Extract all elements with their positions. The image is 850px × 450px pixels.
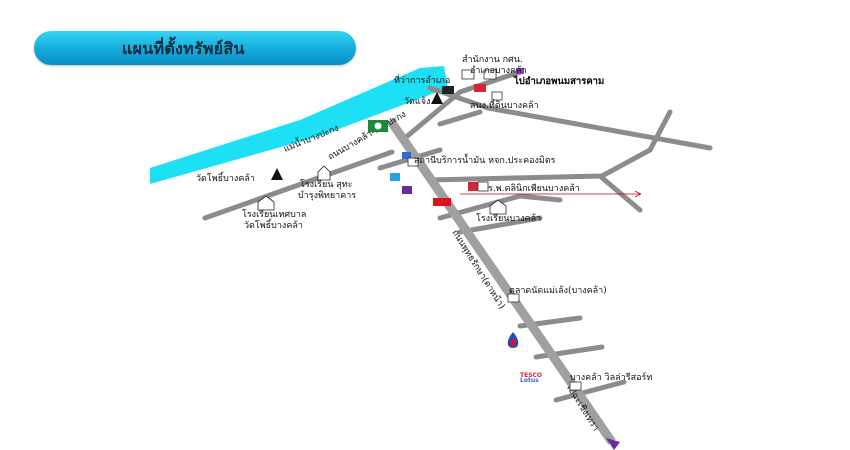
- school-bangkhla-label: โรงเรียนบางคล้า: [476, 213, 541, 224]
- gas-station-label: สถานีบริการน้ำมัน หจก.ประคองมิตร: [414, 153, 556, 166]
- gas-station-icon: [402, 152, 411, 159]
- resort-marker: [569, 381, 582, 391]
- school-sutha-line2: บำรุงพิทยาคาร: [298, 190, 356, 201]
- road-south-3: [553, 379, 627, 403]
- school-tesaban-icon: [257, 195, 275, 211]
- south-route-arrow: [606, 438, 620, 450]
- road-east-2: [437, 193, 563, 221]
- school-sutha-icon: [317, 165, 331, 181]
- hospital-icon: [468, 182, 478, 191]
- school-tesaban-line1: โรงเรียนเทศบาล: [242, 209, 306, 220]
- wat-pho-label: วัดโพธิ์บางคล้า: [196, 171, 255, 184]
- river: [150, 66, 448, 184]
- district-office-label: ที่ว่าการอำเภอ: [394, 73, 450, 86]
- wat-chaeng-label: วัดแจ้ง: [404, 96, 430, 107]
- road-mid: [457, 215, 543, 235]
- road-east-main: [427, 109, 673, 183]
- road-north-3: [437, 109, 483, 127]
- purple-icon: [402, 186, 412, 194]
- land-office-marker: [491, 91, 503, 101]
- road-north-1: [402, 69, 523, 141]
- property-marker: [433, 198, 451, 206]
- tesco-line2: Lotus: [520, 377, 539, 384]
- to-phanom-label: ไปอำเภอพนมสารคาม: [513, 75, 604, 87]
- wat-pho-icon: [271, 168, 283, 180]
- tesco-line1: TESCO: [520, 372, 542, 379]
- market-label: ตลาดนัดแม่เล้ง(บางคล้า): [509, 285, 607, 296]
- header-banner: แผนที่ตั้งทรัพย์สิน: [34, 31, 356, 65]
- office-kfn-marker: [483, 69, 497, 80]
- school-sutha-line1: โรงเรียน สุทะ: [300, 179, 353, 190]
- road-east-branch: [597, 173, 643, 213]
- resort-label: บางคล้า วิลล่ารีสอร์ท: [570, 371, 652, 383]
- hospital-marker: [477, 181, 489, 192]
- office-kfn-line1: สำนักงาน กศน.: [462, 54, 523, 65]
- hospital-label: ร.พ.คลินิกเพียนบางคล้า: [488, 183, 580, 194]
- school-tesaban-line2: วัดโพธิ์บางคล้า: [244, 218, 303, 231]
- district-office-marker: [461, 69, 475, 80]
- road-north-2: [427, 85, 713, 151]
- market-marker: [507, 293, 520, 303]
- road-west: [202, 149, 395, 221]
- page-title: แผนที่ตั้งทรัพย์สิน: [122, 39, 245, 58]
- gas-station-marker: [407, 157, 419, 167]
- office-kfn-line2: อำเภอบางคล้า: [470, 65, 527, 76]
- gas-icon-2: [474, 84, 486, 92]
- school-bangkhla-icon: [489, 199, 507, 215]
- gas-icon-1: [442, 86, 454, 94]
- road-network: [202, 69, 713, 403]
- info-icon: [390, 173, 400, 181]
- phanom-marker: [516, 68, 524, 74]
- wat-chaeng-icon: [431, 92, 443, 104]
- land-office-label: สนง.ที่ดินบางคล้า: [470, 98, 539, 111]
